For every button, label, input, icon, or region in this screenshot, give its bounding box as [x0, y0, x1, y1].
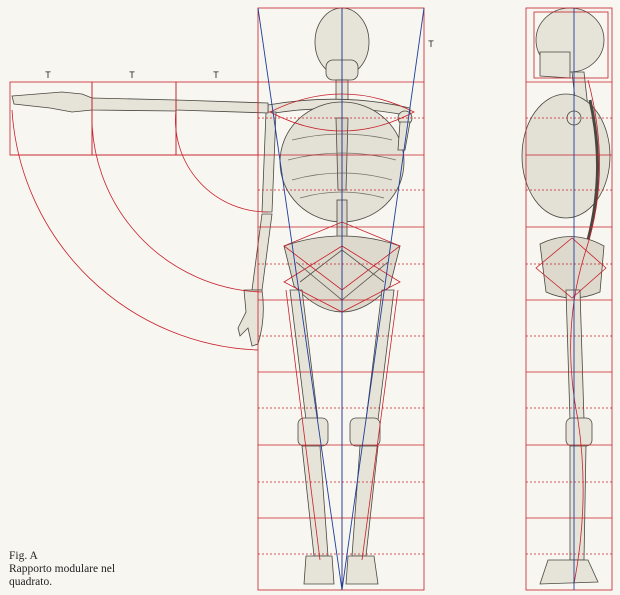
front-left-foot	[304, 556, 334, 584]
arm-module-box	[176, 82, 258, 155]
caption-line-1: Rapporto modulare nel	[9, 563, 115, 576]
front-extended-forearm	[92, 98, 176, 111]
figure-caption: Fig. A Rapporto modulare nel quadrato.	[9, 550, 115, 589]
front-left-hand	[238, 290, 263, 346]
module-label: T	[428, 39, 434, 49]
blue-guides	[258, 8, 574, 590]
caption-figure-number: Fig. A	[9, 550, 115, 563]
module-label: T	[213, 70, 219, 80]
front-left-forearm	[252, 214, 272, 290]
front-right-knee	[350, 418, 380, 446]
front-left-tibia	[302, 446, 328, 556]
arm-arc	[12, 110, 258, 350]
front-left-humerus	[262, 112, 276, 212]
front-right-upper-arm	[398, 122, 410, 150]
side-knee	[566, 418, 592, 446]
side-tibia	[570, 446, 586, 560]
caption-line-2: quadrato.	[9, 576, 115, 589]
side-skeleton	[522, 8, 610, 584]
module-label: T	[45, 70, 51, 80]
side-jaw	[540, 52, 570, 78]
front-extended-humerus	[176, 100, 268, 113]
arm-arc	[175, 110, 268, 212]
side-pelvis	[540, 236, 604, 298]
arm-module-box	[92, 82, 176, 155]
front-right-foot	[346, 556, 378, 584]
front-extended-hand	[12, 92, 92, 112]
module-label: T	[129, 70, 135, 80]
front-right-femur	[366, 290, 394, 420]
side-foot	[540, 560, 598, 584]
